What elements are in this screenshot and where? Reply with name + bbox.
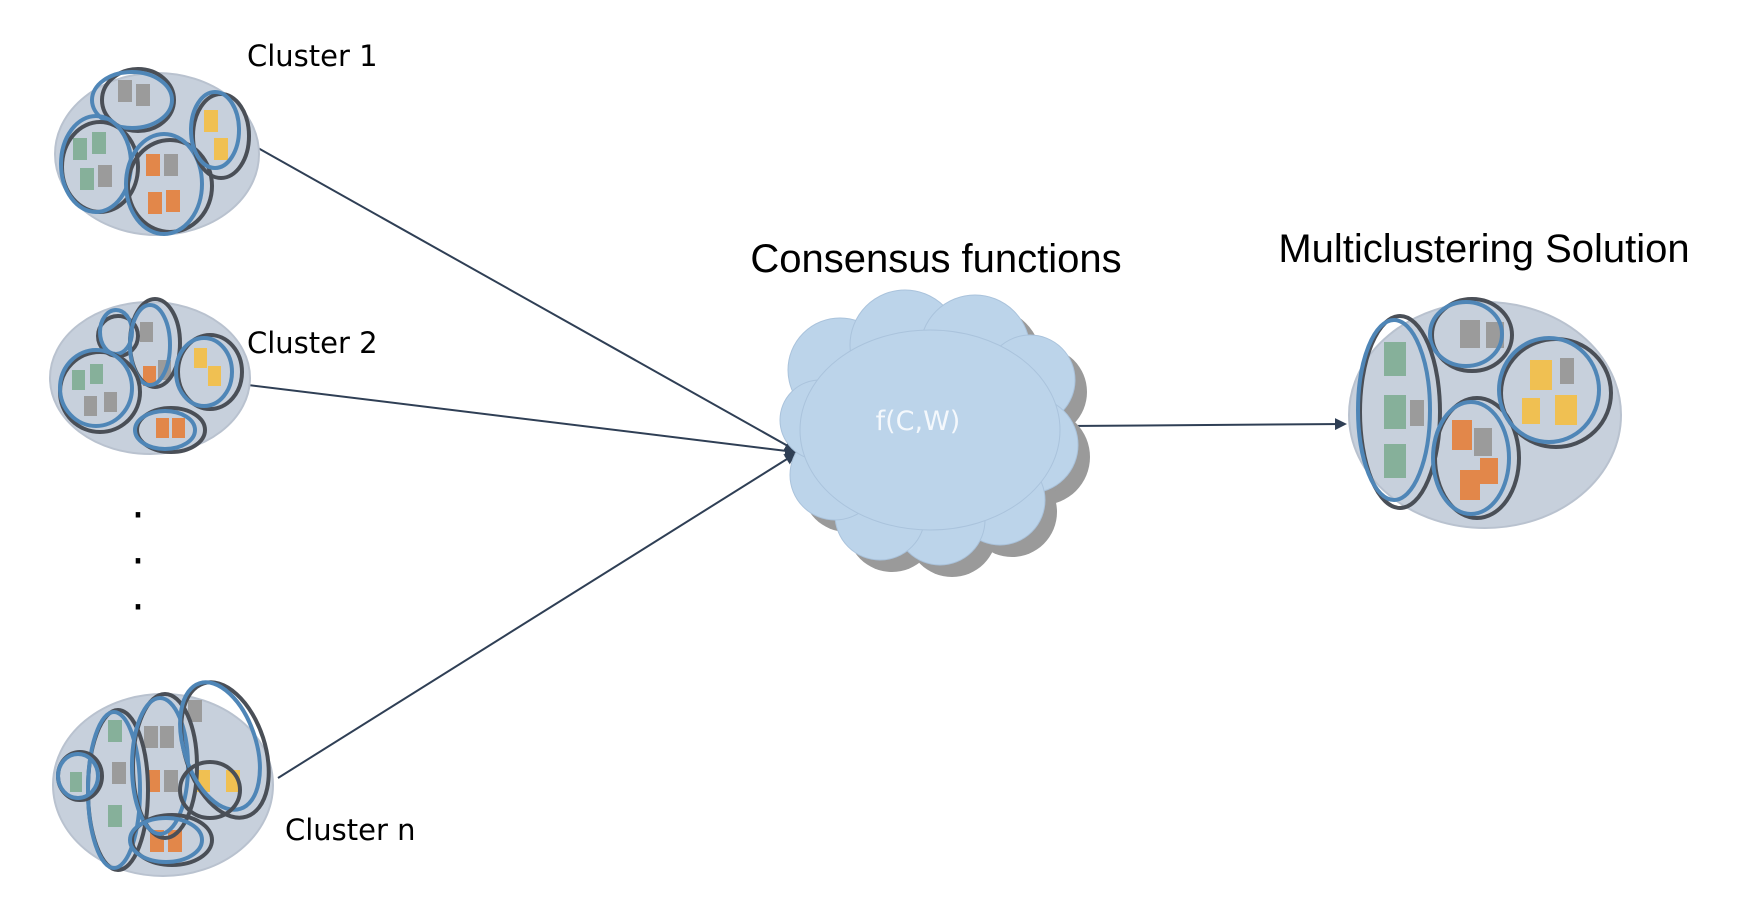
solution-blob xyxy=(1348,297,1622,529)
arrow-clustern-to-consensus xyxy=(277,452,797,779)
arrow-cluster1-to-consensus xyxy=(257,147,797,451)
solution-members xyxy=(1384,320,1577,500)
ellipsis-dot-1: · xyxy=(131,490,145,541)
cluster-n-label: Cluster n xyxy=(285,813,416,847)
solution-title: Multiclustering Solution xyxy=(1278,227,1689,271)
cluster-1-blob xyxy=(54,67,260,236)
cluster-1-label: Cluster 1 xyxy=(247,39,378,73)
solution-rings xyxy=(1356,297,1613,520)
ellipsis-dot-2: · xyxy=(131,536,145,587)
cluster-n-rings xyxy=(56,680,271,872)
arrow-consensus-to-solution xyxy=(1067,418,1347,431)
cluster-2-label: Cluster 2 xyxy=(247,326,378,360)
ellipsis-dot-3: · xyxy=(131,582,145,633)
consensus-function-label: f(C,W) xyxy=(876,406,961,437)
arrows xyxy=(239,147,1347,779)
cluster-1-rings xyxy=(59,67,251,236)
cluster-2-members xyxy=(72,322,221,438)
consensus-title: Consensus functions xyxy=(750,237,1121,281)
arrow-cluster2-to-consensus xyxy=(239,383,797,457)
cloud-body xyxy=(779,289,1079,566)
cluster-1-members xyxy=(73,80,228,214)
cluster-n-blob xyxy=(52,680,274,877)
consensus-cloud: f(C,W) xyxy=(779,289,1090,577)
cluster-2-rings xyxy=(58,297,244,454)
cluster-2-blob xyxy=(49,297,251,455)
cluster-ellipsis: · · · xyxy=(131,490,145,633)
